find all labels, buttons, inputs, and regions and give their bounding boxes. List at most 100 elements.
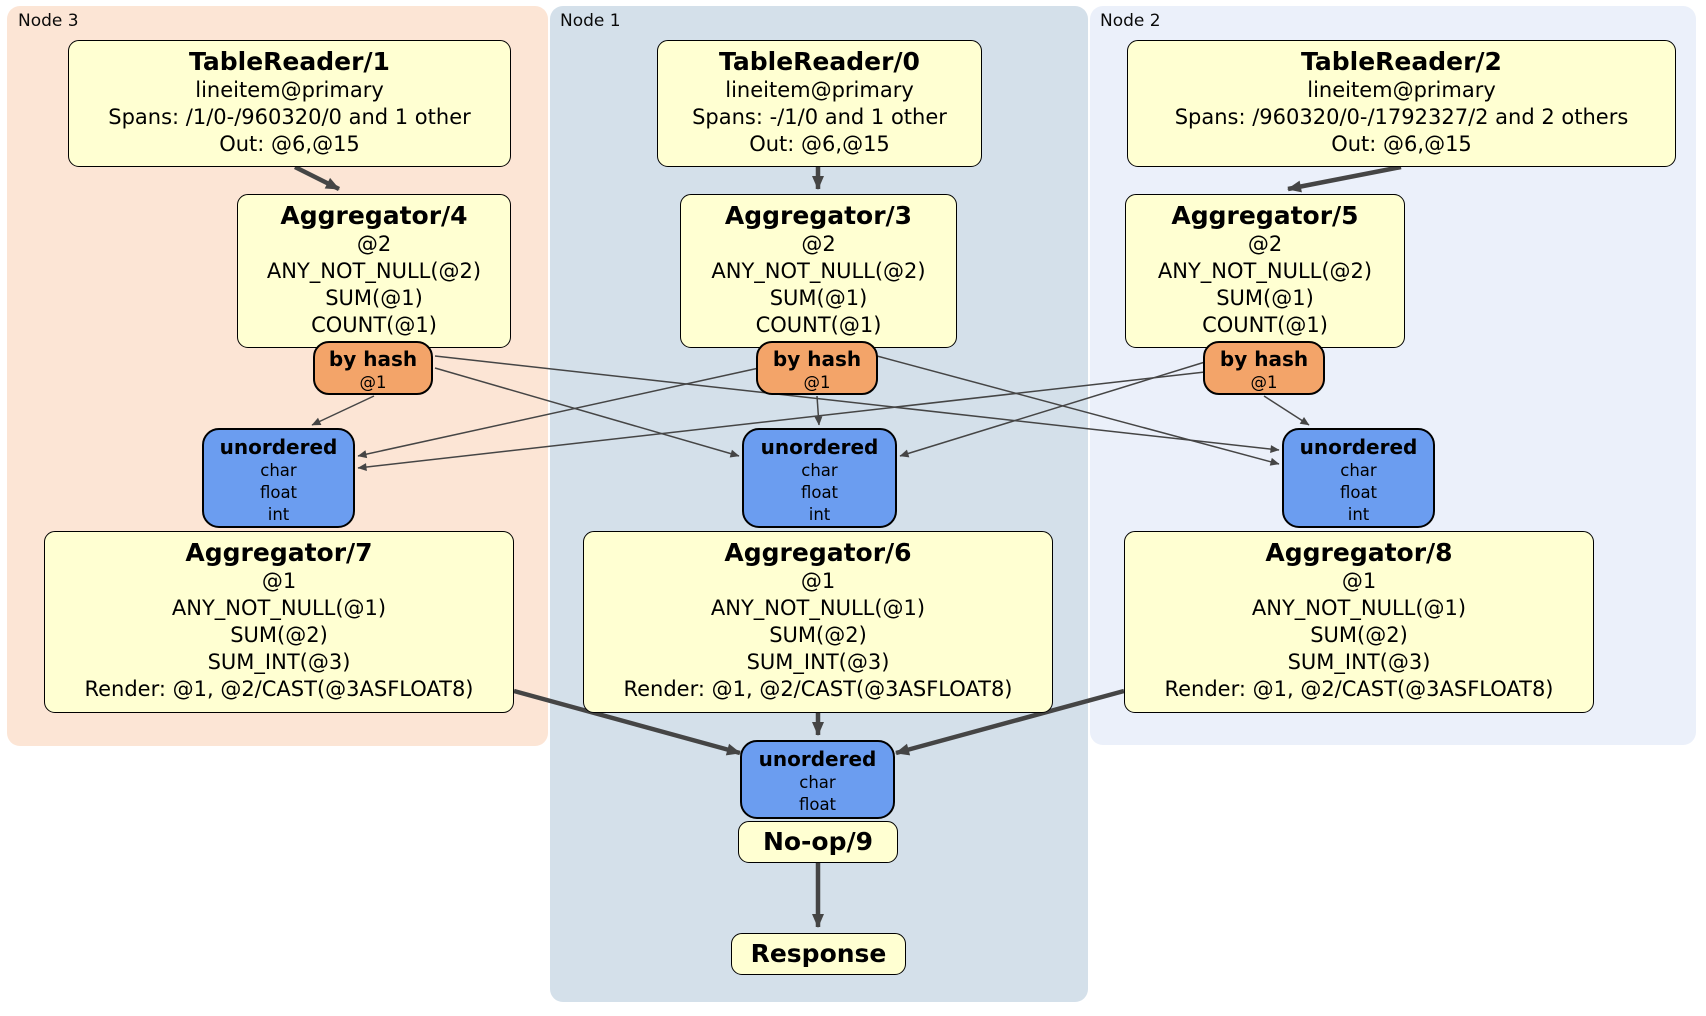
processor-detail: ANY_NOT_NULL(@1) — [1251, 596, 1467, 620]
processor-title: Aggregator/8 — [1265, 538, 1453, 567]
processor-response: Response — [731, 933, 906, 975]
processor-detail: @2 — [801, 232, 836, 256]
processor-detail: Spans: /960320/0-/1792327/2 and 2 others — [1174, 105, 1629, 129]
processor-detail: COUNT(@1) — [755, 313, 882, 337]
processor-detail: SUM_INT(@3) — [746, 650, 890, 674]
edge-byhash3-un2 — [434, 355, 1280, 454]
processor-detail: ANY_NOT_NULL(@2) — [711, 259, 926, 283]
router-detail: @1 — [1250, 373, 1278, 392]
sync-unordered-node2: unordered char float int — [1282, 428, 1435, 528]
processor-detail: Render: @1, @2/CAST(@3ASFLOAT8) — [1164, 677, 1554, 701]
sync-label: unordered — [1299, 435, 1418, 459]
sync-stream: char — [1340, 461, 1377, 480]
processor-detail: lineitem@primary — [195, 78, 384, 102]
processor-title: TableReader/0 — [719, 47, 920, 76]
sync-unordered-node3: unordered char float int — [202, 428, 355, 528]
sync-stream: char — [799, 773, 836, 792]
node-label-node2: Node 2 — [1100, 11, 1161, 31]
sync-stream: float — [798, 795, 837, 814]
sync-stream: int — [1347, 505, 1370, 524]
sync-stream: int — [808, 505, 831, 524]
node-label-node3: Node 3 — [18, 11, 79, 31]
processor-title: Aggregator/5 — [1171, 201, 1359, 230]
router-label: by hash — [772, 347, 862, 371]
edge-byhash2-un3 — [357, 371, 1206, 472]
sync-stream: float — [1339, 483, 1378, 502]
processor-aggregator-5: Aggregator/5 @2 ANY_NOT_NULL(@2) SUM(@1)… — [1125, 194, 1405, 348]
edge-byhash2-un2 — [1263, 395, 1310, 426]
edge-byhash3-un1 — [434, 367, 740, 458]
router-detail: @1 — [803, 373, 831, 392]
processor-detail: COUNT(@1) — [1202, 313, 1328, 337]
edge-agg7-final — [513, 688, 741, 756]
processor-aggregator-4: Aggregator/4 @2 ANY_NOT_NULL(@2) SUM(@1)… — [237, 194, 511, 348]
sync-stream: char — [801, 461, 838, 480]
processor-detail: ANY_NOT_NULL(@1) — [710, 596, 926, 620]
processor-detail: lineitem@primary — [1307, 78, 1496, 102]
processor-detail: SUM(@1) — [325, 286, 423, 310]
processor-title: Aggregator/4 — [280, 201, 468, 230]
edge-byhash2-un1 — [899, 361, 1206, 458]
processor-detail: Render: @1, @2/CAST(@3ASFLOAT8) — [623, 677, 1013, 701]
sync-stream: char — [260, 461, 297, 480]
processor-title: TableReader/2 — [1301, 47, 1502, 76]
processor-detail: Out: @6,@15 — [219, 132, 360, 156]
processor-detail: SUM(@1) — [1216, 286, 1314, 310]
sync-stream: float — [800, 483, 839, 502]
sync-label: unordered — [760, 435, 879, 459]
sync-stream: float — [259, 483, 298, 502]
processor-detail: @2 — [1247, 232, 1283, 256]
processor-detail: ANY_NOT_NULL(@1) — [171, 596, 387, 620]
processor-detail: Out: @6,@15 — [749, 132, 890, 156]
router-by-hash-node3: by hash @1 — [313, 341, 433, 395]
router-label: by hash — [328, 347, 418, 371]
processor-title: Aggregator/6 — [724, 538, 912, 567]
node-label-node1: Node 1 — [560, 11, 621, 31]
processor-aggregator-7: Aggregator/7 @1 ANY_NOT_NULL(@1) SUM(@2)… — [44, 531, 514, 713]
sync-stream: int — [267, 505, 290, 524]
processor-detail: SUM_INT(@3) — [1287, 650, 1431, 674]
router-by-hash-node1: by hash @1 — [756, 341, 878, 395]
processor-detail: Out: @6,@15 — [1331, 132, 1472, 156]
processor-aggregator-3: Aggregator/3 @2 ANY_NOT_NULL(@2) SUM(@1)… — [680, 194, 957, 348]
processor-tablereader-2: TableReader/2 lineitem@primary Spans: /9… — [1127, 40, 1676, 167]
processor-detail: SUM(@2) — [230, 623, 328, 647]
processor-detail: COUNT(@1) — [311, 313, 437, 337]
processor-detail: SUM(@2) — [1310, 623, 1408, 647]
processor-title: Aggregator/3 — [724, 201, 913, 230]
processor-aggregator-8: Aggregator/8 @1 ANY_NOT_NULL(@1) SUM(@2)… — [1124, 531, 1594, 713]
processor-detail: @1 — [261, 569, 297, 593]
edge-byhash1-un3 — [357, 367, 760, 459]
processor-detail: ANY_NOT_NULL(@2) — [266, 259, 482, 283]
sync-label: unordered — [219, 435, 338, 459]
edge-byhash3-un3 — [311, 395, 375, 426]
processor-title: No-op/9 — [762, 827, 874, 856]
processor-tablereader-1: TableReader/1 lineitem@primary Spans: /1… — [68, 40, 511, 167]
processor-tablereader-0: TableReader/0 lineitem@primary Spans: -/… — [657, 40, 982, 167]
router-detail: @1 — [359, 373, 387, 392]
processor-title: Aggregator/7 — [185, 538, 373, 567]
processor-detail: SUM(@2) — [769, 623, 867, 647]
processor-detail: lineitem@primary — [725, 78, 914, 102]
edge-tr1-agg4 — [293, 164, 341, 192]
router-label: by hash — [1219, 347, 1309, 371]
processor-title: TableReader/1 — [189, 47, 390, 76]
processor-detail: @1 — [800, 569, 836, 593]
edge-byhash1-un2 — [876, 355, 1280, 466]
processor-detail: ANY_NOT_NULL(@2) — [1157, 259, 1373, 283]
edge-tr2-agg5 — [1287, 164, 1402, 193]
processor-noop-9: No-op/9 — [738, 821, 898, 863]
sync-unordered-node1: unordered char float int — [742, 428, 897, 528]
processor-detail: SUM(@1) — [769, 286, 868, 310]
router-by-hash-node2: by hash @1 — [1203, 341, 1325, 395]
processor-detail: Spans: -/1/0 and 1 other — [692, 105, 947, 129]
edge-agg8-final — [895, 688, 1125, 756]
edge-byhash1-un1 — [814, 395, 823, 426]
processor-detail: @1 — [1341, 569, 1377, 593]
processor-title: Response — [750, 939, 887, 968]
processor-detail: @2 — [356, 232, 392, 256]
processor-aggregator-6: Aggregator/6 @1 ANY_NOT_NULL(@1) SUM(@2)… — [583, 531, 1053, 713]
sync-label: unordered — [758, 747, 877, 771]
